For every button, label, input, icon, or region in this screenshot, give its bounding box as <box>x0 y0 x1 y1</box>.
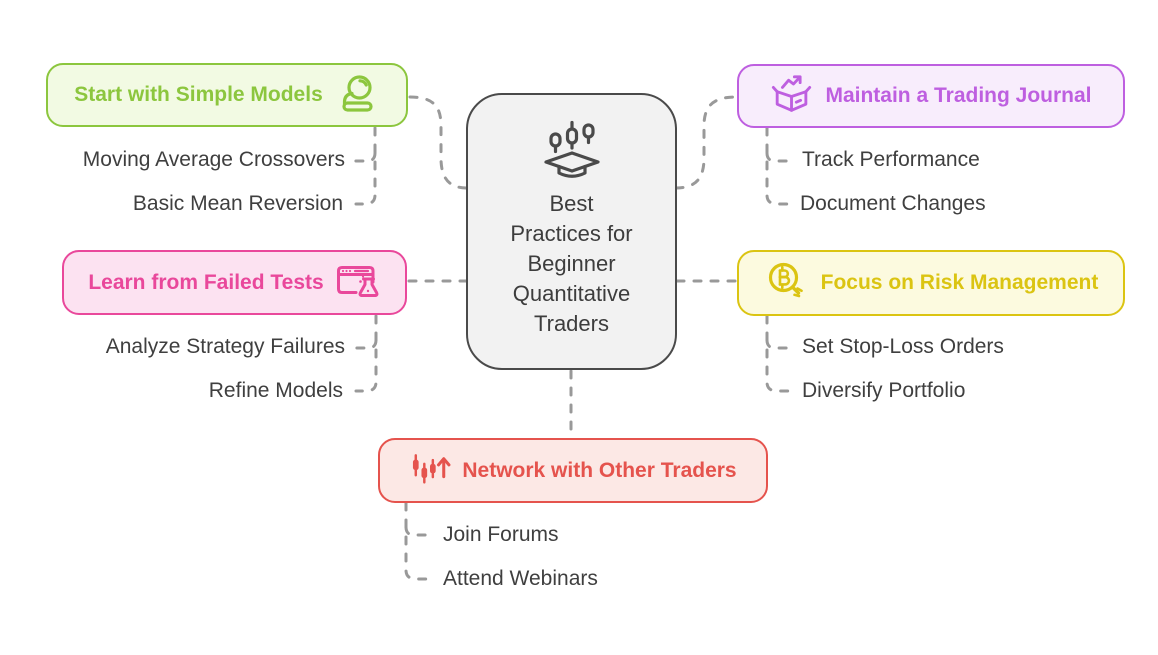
branch-label: Maintain a Trading Journal <box>825 84 1092 107</box>
center-title: Best Practices for Beginner Quantitative… <box>510 191 633 336</box>
branch-start-with-simple-models: Start with Simple Models <box>46 63 408 127</box>
branch-network-with-other-traders: Network with Other Traders <box>378 438 768 503</box>
connector-trading-journal-child-stub <box>765 151 792 163</box>
branch-label: Network with Other Traders <box>462 458 737 482</box>
branch-focus-on-risk-management: Focus on Risk Management <box>737 250 1125 316</box>
crystal-ball-icon <box>334 74 380 116</box>
connector-center-to-trading-journal <box>674 95 738 190</box>
candlestick-graduation-cap-icon <box>539 119 605 181</box>
connector-simple-models-child-stub <box>350 151 377 163</box>
branch-label: Focus on Risk Management <box>820 271 1099 294</box>
branch-label: Start with Simple Models <box>74 83 323 106</box>
connector-failed-tests-children <box>354 314 378 393</box>
connector-network-children <box>404 501 432 581</box>
open-box-trend-arrow-icon <box>770 74 814 118</box>
sub-item-diversify-portfolio: Diversify Portfolio <box>802 379 966 402</box>
connector-simple-models-to-center <box>408 95 469 190</box>
candlestick-up-arrow-icon <box>409 453 451 489</box>
sub-item-refine-models: Refine Models <box>208 379 343 402</box>
connector-simple-models-children <box>354 126 377 206</box>
connector-risk-management-child-stub <box>765 338 792 350</box>
browser-flask-icon <box>335 262 381 304</box>
sub-item-moving-average-crossovers: Moving Average Crossovers <box>82 148 345 171</box>
sub-item-basic-mean-reversion: Basic Mean Reversion <box>132 192 343 215</box>
connector-risk-management-children <box>765 314 794 393</box>
connector-network-child-stub <box>404 525 431 537</box>
connector-failed-tests-child-stub <box>351 338 378 350</box>
branch-maintain-a-trading-journal: Maintain a Trading Journal <box>737 64 1125 128</box>
branch-label: Learn from Failed Tests <box>88 270 324 294</box>
sub-item-set-stop-loss-orders: Set Stop-Loss Orders <box>802 335 1004 358</box>
sub-item-join-forums: Join Forums <box>443 523 559 546</box>
connector-trading-journal-children <box>765 126 794 206</box>
center-node: Best Practices for Beginner Quantitative… <box>466 93 677 370</box>
sub-item-track-performance: Track Performance <box>802 148 980 171</box>
sub-item-attend-webinars: Attend Webinars <box>443 567 598 590</box>
bitcoin-magnifier-icon <box>764 260 810 306</box>
branch-learn-from-failed-tests: Learn from Failed Tests <box>62 250 407 315</box>
sub-item-analyze-strategy-failures: Analyze Strategy Failures <box>105 335 345 358</box>
sub-item-document-changes: Document Changes <box>800 192 986 215</box>
